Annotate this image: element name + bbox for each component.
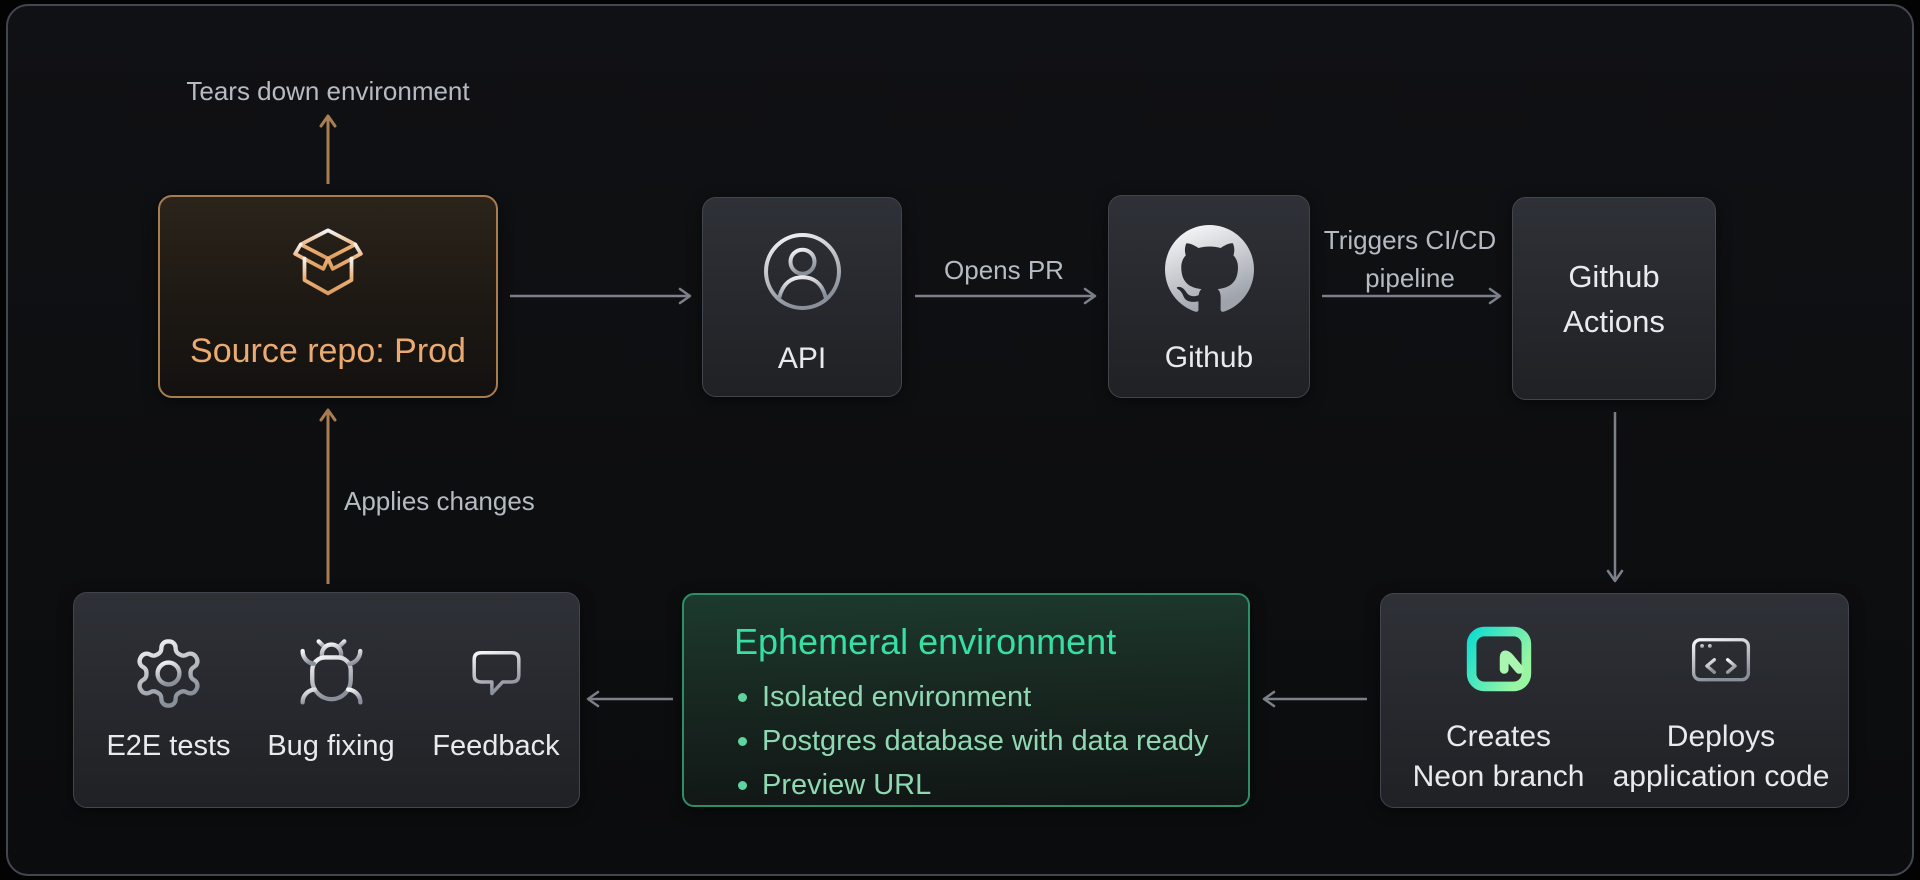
node-ephemeral-environment: Ephemeral environment Isolated environme… (682, 593, 1250, 807)
github-label: Github (1164, 341, 1254, 374)
bullet-text: Postgres database with data ready (762, 725, 1209, 757)
list-item: Postgres database with data ready (738, 719, 1209, 763)
bullet-dot (738, 781, 747, 790)
label-triggers-cicd-pipeline: Triggers CI/CD pipeline (1312, 221, 1508, 297)
bug-fixing-label: Bug fixing (267, 730, 395, 762)
node-pipeline-outputs: Creates Neon branch Deploys application … (1380, 593, 1849, 808)
node-github: Github (1108, 195, 1310, 398)
github-actions-label: Github Actions (1563, 254, 1665, 344)
e2e-tests-item: E2E tests (91, 635, 246, 763)
gear-icon (137, 639, 200, 708)
label-applies-changes: Applies changes (344, 486, 535, 516)
github-actions-line1: Github (1568, 258, 1660, 294)
deploy-label-line2: application code (1612, 760, 1830, 793)
ephemeral-environment-title: Ephemeral environment (734, 621, 1117, 662)
feedback-label: Feedback (432, 730, 560, 762)
bug-icon (296, 639, 366, 705)
bullet-dot (738, 693, 747, 702)
neon-label-line2: Neon branch (1412, 760, 1585, 793)
creates-neon-branch-label: Creates Neon branch (1413, 717, 1585, 797)
label-tears-down-environment: Tears down environment (186, 76, 470, 106)
deploys-application-code-label: Deploys application code (1613, 717, 1830, 797)
e2e-tests-label: E2E tests (106, 730, 231, 762)
github-actions-line2: Actions (1563, 303, 1665, 339)
bug-fixing-item: Bug fixing (246, 635, 416, 763)
chat-bubble-icon (471, 650, 521, 696)
node-api: API (702, 197, 902, 397)
browser-code-icon (1691, 638, 1751, 682)
list-item: Preview URL (738, 763, 1209, 807)
bullet-text: Isolated environment (762, 681, 1032, 713)
bullet-dot (738, 737, 747, 746)
user-icon (763, 233, 841, 310)
deploys-application-code-item: Deploys application code (1596, 622, 1846, 797)
node-github-actions: Github Actions (1512, 197, 1716, 400)
source-repo-label: Source repo: Prod (190, 332, 466, 370)
node-validation: E2E tests Bug fixing Feedback (73, 592, 580, 808)
neon-logo-icon (1466, 626, 1531, 692)
github-logo-icon (1164, 225, 1254, 312)
label-triggers-line1: Triggers CI/CD (1323, 225, 1497, 255)
api-label: API (777, 342, 827, 375)
neon-label-line1: Creates (1445, 720, 1552, 753)
label-opens-pr: Opens PR (944, 255, 1064, 285)
label-triggers-line2: pipeline (1365, 263, 1455, 293)
creates-neon-branch-item: Creates Neon branch (1386, 622, 1611, 797)
list-item: Isolated environment (738, 675, 1209, 719)
feedback-item: Feedback (411, 635, 581, 763)
bullet-text: Preview URL (762, 769, 932, 801)
node-source-repo: Source repo: Prod (158, 195, 498, 398)
ephemeral-bullet-list: Isolated environment Postgres database w… (738, 675, 1209, 807)
deploy-label-line1: Deploys (1666, 720, 1776, 753)
package-icon (293, 228, 363, 296)
